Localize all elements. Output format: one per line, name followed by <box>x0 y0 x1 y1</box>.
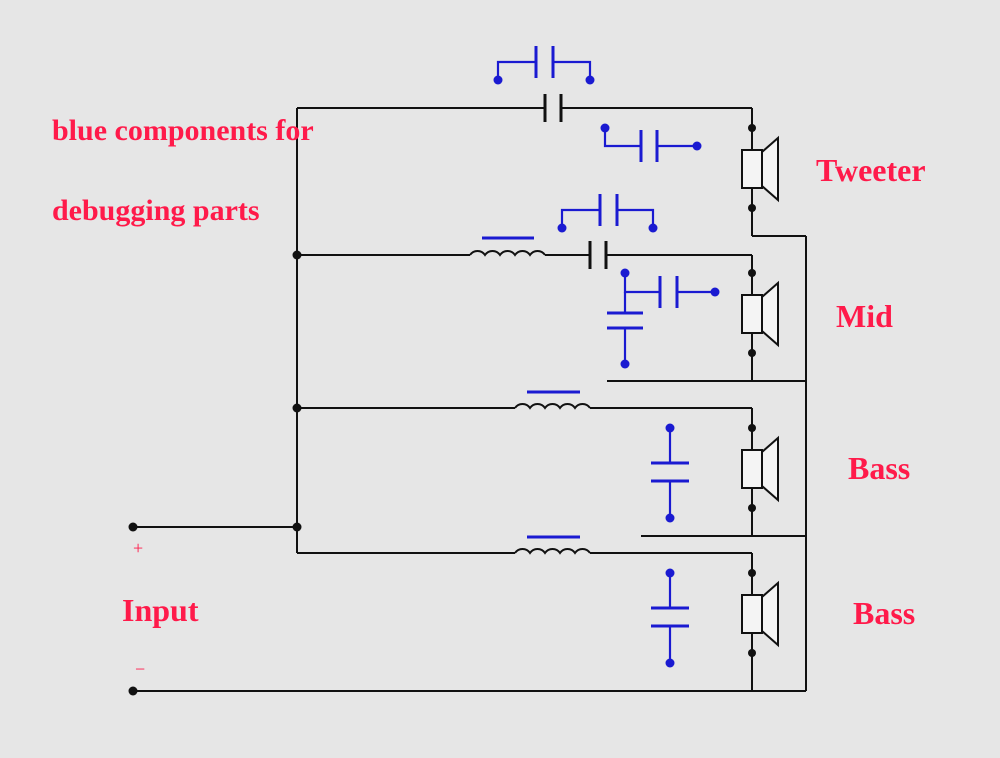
tweeter-speaker-icon <box>741 124 779 212</box>
bass1-speaker-icon <box>741 424 779 512</box>
note-line-1: blue components for <box>52 114 314 147</box>
debug-components <box>482 46 720 668</box>
tweeter-label: Tweeter <box>816 152 926 188</box>
debug-capacitor-bass1 <box>651 423 689 523</box>
debug-capacitor-tweeter-shunt <box>600 123 702 162</box>
input-label: Input <box>122 592 199 628</box>
input-plus-sign: + <box>133 538 144 558</box>
debug-capacitor-mid-shunt-horizontal <box>620 268 720 308</box>
debug-capacitor-bass2 <box>651 568 689 668</box>
mid-series-capacitor <box>588 241 608 269</box>
mid-inductor <box>469 249 546 257</box>
debug-capacitor-mid-parallel <box>557 194 658 233</box>
junction-dots <box>128 250 302 696</box>
mid-label: Mid <box>836 298 893 334</box>
bass-1-label: Bass <box>848 450 911 486</box>
debug-capacitor-mid-shunt-vertical <box>607 292 643 369</box>
bass1-inductor <box>514 402 591 410</box>
tweeter-series-capacitor <box>543 94 563 122</box>
bass-2-label: Bass <box>853 595 916 631</box>
bass2-inductor <box>514 547 591 555</box>
debug-capacitor-tweeter-parallel <box>493 46 595 85</box>
input-minus-sign: − <box>135 659 146 679</box>
bass2-speaker-icon <box>741 569 779 657</box>
mid-speaker-icon <box>741 269 779 357</box>
note-line-2: debugging parts <box>52 194 260 227</box>
